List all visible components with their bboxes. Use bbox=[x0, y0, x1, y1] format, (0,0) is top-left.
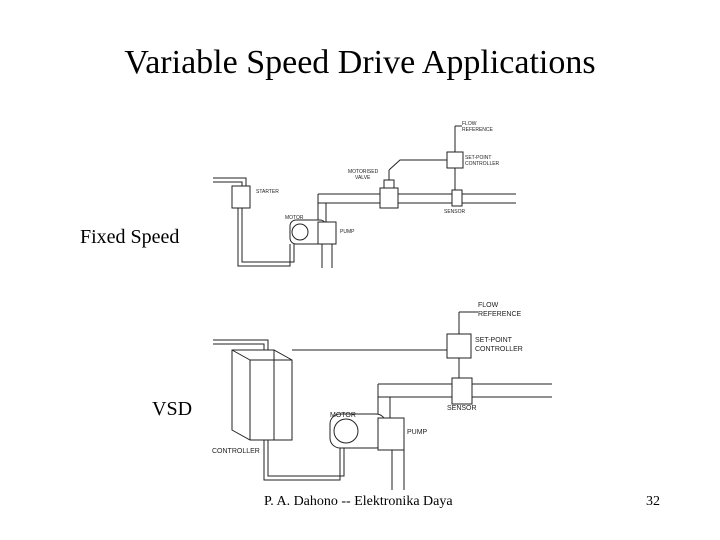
fixed-sensor-icon bbox=[451, 189, 463, 207]
fixed-setpoint-2: CONTROLLER bbox=[465, 161, 500, 167]
motorized-valve-2: VALVE bbox=[355, 175, 371, 181]
fixed-pump-icon bbox=[317, 221, 337, 245]
vsd-sensor-label: SENSOR bbox=[447, 405, 477, 412]
vsd-flow-ref-2: REFERENCE bbox=[478, 311, 522, 318]
fixed-speed-label: Fixed Speed bbox=[80, 226, 180, 248]
fixed-flow-ref-1: FLOW bbox=[462, 121, 477, 127]
footer-text: P. A. Dahono -- Elektronika Daya bbox=[264, 494, 453, 509]
vsd-setpoint-2: CONTROLLER bbox=[475, 346, 523, 353]
vsd-setpoint-1: SET-POINT bbox=[475, 337, 513, 344]
vsd-controller-cabinet bbox=[231, 349, 293, 441]
vsd-motor-label: MOTOR bbox=[330, 412, 356, 419]
vsd-controller-label: CONTROLLER bbox=[212, 448, 260, 455]
vsd-flow-ref-1: FLOW bbox=[478, 302, 499, 309]
starter-label: STARTER bbox=[256, 189, 279, 195]
fixed-pump-label: PUMP bbox=[340, 229, 355, 235]
vsd-pump-label: PUMP bbox=[407, 429, 428, 436]
fixed-setpoint-1: SET-POINT bbox=[465, 155, 491, 161]
vsd-pump-icon bbox=[377, 417, 405, 451]
slide-title: Variable Speed Drive Applications bbox=[124, 44, 596, 81]
vsd-label: VSD bbox=[152, 398, 193, 420]
starter-icon bbox=[231, 185, 251, 209]
fixed-sensor-label: SENSOR bbox=[444, 209, 466, 215]
vsd-sensor-icon bbox=[451, 377, 473, 405]
page-number: 32 bbox=[646, 494, 660, 509]
fixed-motor-label: MOTOR bbox=[285, 215, 304, 221]
fixed-flow-ref-2: REFERENCE bbox=[462, 127, 494, 133]
vsd-setpoint-controller-icon bbox=[446, 333, 472, 359]
motorized-valve-1: MOTORISED bbox=[348, 169, 379, 175]
